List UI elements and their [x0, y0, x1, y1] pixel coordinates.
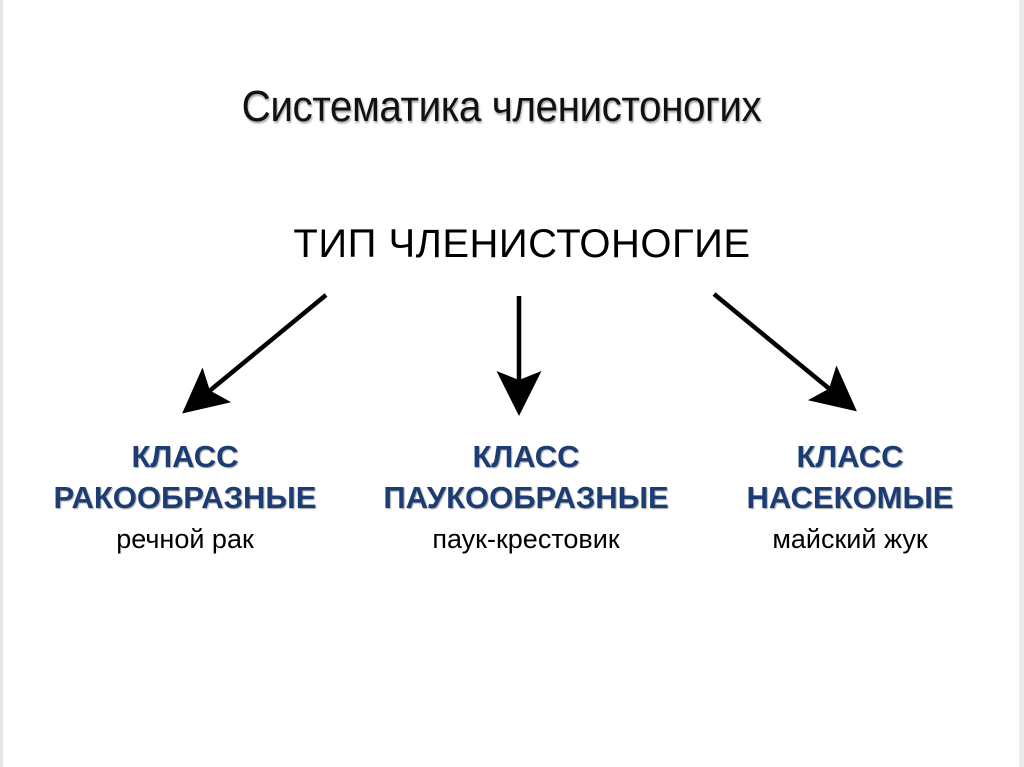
arrow-left	[182, 293, 328, 414]
slide-left-edge	[0, 0, 3, 767]
slide-right-edge	[1019, 0, 1024, 767]
phylum-heading: ТИП ЧЛЕНИСТОНОГИЕ	[0, 222, 1024, 267]
class-label: КЛАСС	[472, 439, 580, 474]
slide-title: Систематика членистоногих	[0, 82, 1024, 132]
phylum-heading-text: ТИП ЧЛЕНИСТОНОГИЕ	[293, 222, 751, 266]
class-label: КЛАСС	[131, 439, 239, 474]
class-label: КЛАСС	[796, 439, 904, 474]
class-block-insects: КЛАСС НАСЕКОМЫЕ майский жук	[685, 437, 1015, 559]
class-name: НАСЕКОМЫЕ	[746, 480, 954, 515]
class-name: ПАУКООБРАЗНЫЕ	[383, 480, 669, 515]
arrow-right	[712, 292, 857, 412]
class-block-crustaceans: КЛАСС РАКООБРАЗНЫЕ речной рак	[20, 437, 350, 559]
class-name: РАКООБРАЗНЫЕ	[53, 480, 317, 515]
class-block-arachnids: КЛАСС ПАУКООБРАЗНЫЕ паук-крестовик	[361, 437, 691, 559]
slide-title-text: Систематика членистоногих	[241, 82, 761, 131]
class-example: речной рак	[116, 524, 254, 554]
class-example: паук-крестовик	[432, 524, 620, 554]
class-example: майский жук	[772, 524, 928, 554]
